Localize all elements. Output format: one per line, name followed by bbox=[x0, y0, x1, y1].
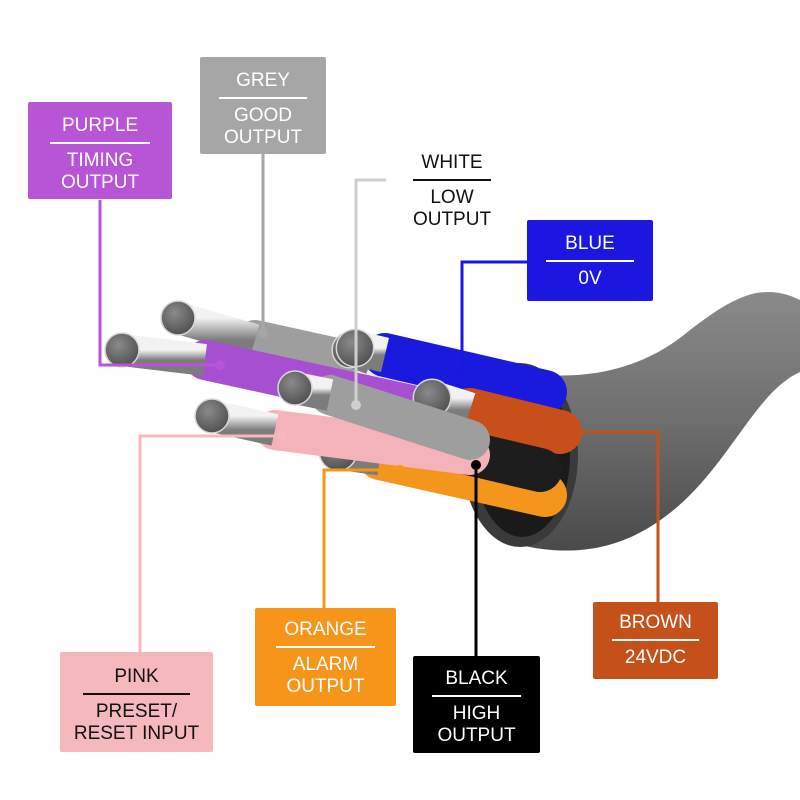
label-grey-color: GREY bbox=[236, 70, 290, 91]
label-purple: PURPLE TIMING OUTPUT bbox=[28, 102, 172, 199]
label-brown-color: BROWN bbox=[619, 612, 692, 633]
label-purple-rule bbox=[49, 142, 151, 144]
label-pink-rule bbox=[82, 693, 191, 695]
label-white-color: WHITE bbox=[421, 152, 483, 173]
label-pink-function-1: PRESET/ bbox=[95, 701, 178, 722]
label-black-function-1: HIGH bbox=[452, 703, 501, 724]
label-blue-function-1: 0V bbox=[578, 268, 602, 289]
label-black-function-2: OUTPUT bbox=[437, 725, 516, 746]
leader-dot-brown bbox=[543, 427, 553, 437]
label-white: WHITE LOW OUTPUT bbox=[396, 150, 508, 234]
wire-purple-tip bbox=[104, 332, 140, 368]
label-brown-function-1: 24VDC bbox=[624, 647, 687, 668]
leader-dot-purple bbox=[215, 360, 225, 370]
leader-line-pink bbox=[138, 434, 282, 652]
leader-dot-grey bbox=[258, 328, 268, 338]
leader-dot-orange bbox=[395, 465, 405, 475]
label-black-rule bbox=[432, 695, 521, 697]
leader-line-orange bbox=[322, 468, 400, 608]
label-brown: BROWN 24VDC bbox=[593, 602, 718, 679]
label-orange: ORANGE ALARM OUTPUT bbox=[255, 608, 396, 706]
label-grey-rule bbox=[218, 97, 308, 99]
leader-line-blue bbox=[460, 260, 527, 375]
cable-sheath bbox=[520, 291, 800, 551]
label-black: BLACK HIGH OUTPUT bbox=[413, 656, 540, 753]
label-purple-color: PURPLE bbox=[61, 115, 139, 136]
wires-layer bbox=[104, 300, 582, 517]
leader-line-white bbox=[354, 178, 386, 405]
label-white-rule bbox=[412, 179, 492, 181]
leader-line-purple bbox=[98, 200, 220, 367]
label-white-function-1: LOW bbox=[430, 187, 474, 208]
label-pink-function-2: RESET INPUT bbox=[73, 723, 200, 744]
label-orange-function-1: ALARM bbox=[292, 654, 359, 675]
leader-line-brown bbox=[548, 430, 660, 602]
leader-dot-black bbox=[471, 460, 481, 470]
wire-grey-tip bbox=[277, 370, 313, 406]
label-grey-function-2: OUTPUT bbox=[223, 127, 303, 148]
wire-pink-insulation bbox=[255, 410, 490, 475]
label-black-color: BLACK bbox=[445, 668, 508, 689]
label-pink: PINK PRESET/ RESET INPUT bbox=[60, 652, 213, 752]
label-purple-function-2: OUTPUT bbox=[60, 172, 140, 193]
label-orange-color: ORANGE bbox=[284, 619, 367, 640]
wire-pink-tip bbox=[194, 398, 230, 434]
wire-grey-tip bbox=[160, 300, 196, 336]
label-grey: GREY GOOD OUTPUT bbox=[200, 57, 326, 154]
label-grey-function-1: GOOD bbox=[233, 105, 293, 126]
label-orange-function-2: OUTPUT bbox=[286, 676, 365, 697]
label-pink-color: PINK bbox=[114, 666, 159, 687]
leader-dot-blue bbox=[457, 370, 467, 380]
label-purple-function-1: TIMING bbox=[66, 150, 134, 171]
leader-dot-white bbox=[351, 400, 361, 410]
label-brown-rule bbox=[611, 639, 700, 641]
label-blue: BLUE 0V bbox=[527, 220, 653, 301]
label-blue-rule bbox=[545, 260, 635, 262]
leader-dot-pink bbox=[277, 431, 287, 441]
wire-pink bbox=[194, 398, 490, 475]
label-blue-color: BLUE bbox=[565, 233, 615, 254]
leader-lines bbox=[98, 154, 660, 656]
label-orange-rule bbox=[276, 646, 375, 648]
label-white-function-2: OUTPUT bbox=[412, 209, 492, 230]
